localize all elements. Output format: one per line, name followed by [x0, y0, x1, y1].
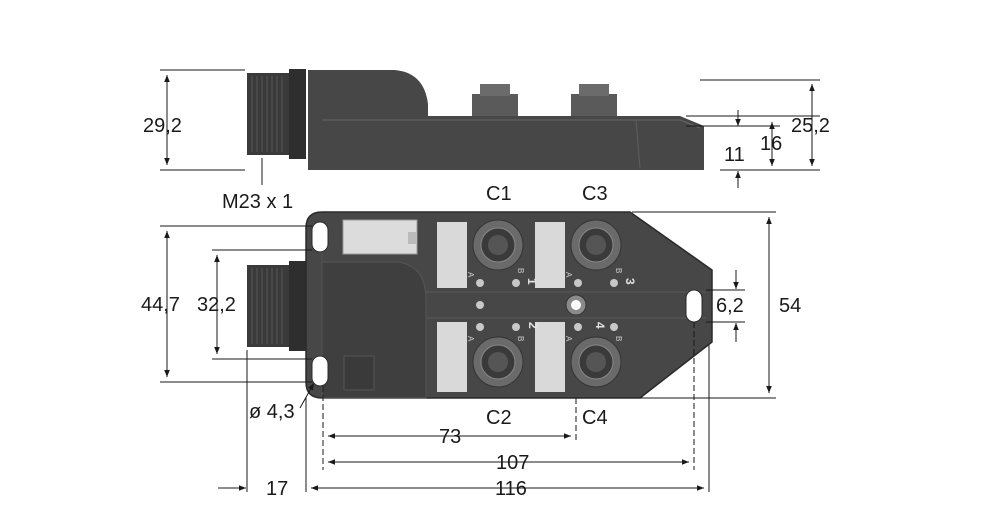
led-label-2a: A [466, 336, 475, 342]
led-label-4a: A [564, 336, 573, 342]
dim-thread: M23 x 1 [222, 191, 293, 213]
led-power [476, 301, 484, 309]
led-label-3b: B [614, 268, 623, 273]
callout-c4: C4 [582, 407, 608, 429]
led-1a [476, 279, 484, 287]
side-view: 29,2 M23 x 1 11 16 25,2 [143, 69, 830, 213]
dim-depth: 54 [779, 295, 801, 317]
led-3b [610, 279, 618, 287]
port-c4 [570, 336, 622, 388]
led-label-3a: A [564, 272, 573, 278]
led-2b [512, 323, 520, 331]
dim-outer-width: 44,7 [141, 294, 180, 316]
side-port-c1 [472, 84, 518, 116]
led-2a [476, 323, 484, 331]
mounting-hole-top-left [311, 221, 329, 253]
dim-length-116: 116 [495, 478, 527, 500]
led-label-1a: A [466, 272, 475, 278]
led-label-2b: B [516, 336, 525, 341]
dim-offset-73: 73 [439, 426, 461, 448]
led-4b [610, 323, 618, 331]
callout-c1: C1 [486, 183, 512, 205]
top-m23-connector [247, 265, 292, 347]
dim-inner-width: 32,2 [197, 294, 236, 316]
dim-mid-height: 16 [760, 133, 782, 155]
port-number-1: 1 [525, 278, 539, 285]
port-c3 [570, 219, 622, 271]
callout-c2: C2 [486, 407, 512, 429]
port-number-4: 4 [593, 322, 607, 329]
dim-offset-107: 107 [496, 452, 529, 474]
led-label-4b: B [614, 336, 623, 341]
top-view: 1 3 2 4 A B A B A B A B C1 C3 C2 C4 44,7… [141, 183, 801, 500]
led-1b [512, 279, 520, 287]
port-c1 [472, 219, 524, 271]
mounting-hole-bottom-left [311, 355, 329, 387]
dim-offset-17: 17 [266, 478, 288, 500]
side-connector-nut [289, 69, 306, 159]
port-number-2: 2 [526, 322, 540, 329]
label-plate-1 [437, 222, 467, 288]
dim-base-height: 11 [724, 144, 745, 166]
port-number-3: 3 [623, 278, 637, 285]
label-plate-main [342, 219, 418, 255]
label-plate-4 [535, 322, 565, 392]
dim-slot: 6,2 [716, 295, 744, 317]
led-4a [574, 323, 582, 331]
callout-c3: C3 [582, 183, 608, 205]
label-plate-2 [437, 322, 467, 392]
mounting-hole-right [685, 289, 703, 323]
dim-hole: ø 4,3 [249, 401, 295, 423]
port-c2 [472, 336, 524, 388]
led-label-1b: B [516, 268, 525, 273]
led-3a [574, 279, 582, 287]
dim-total-height: 25,2 [791, 115, 830, 137]
dim-side-height: 29,2 [143, 115, 182, 137]
label-plate-3 [535, 222, 565, 288]
side-m23-connector [247, 73, 292, 155]
side-port-c3 [571, 84, 617, 116]
